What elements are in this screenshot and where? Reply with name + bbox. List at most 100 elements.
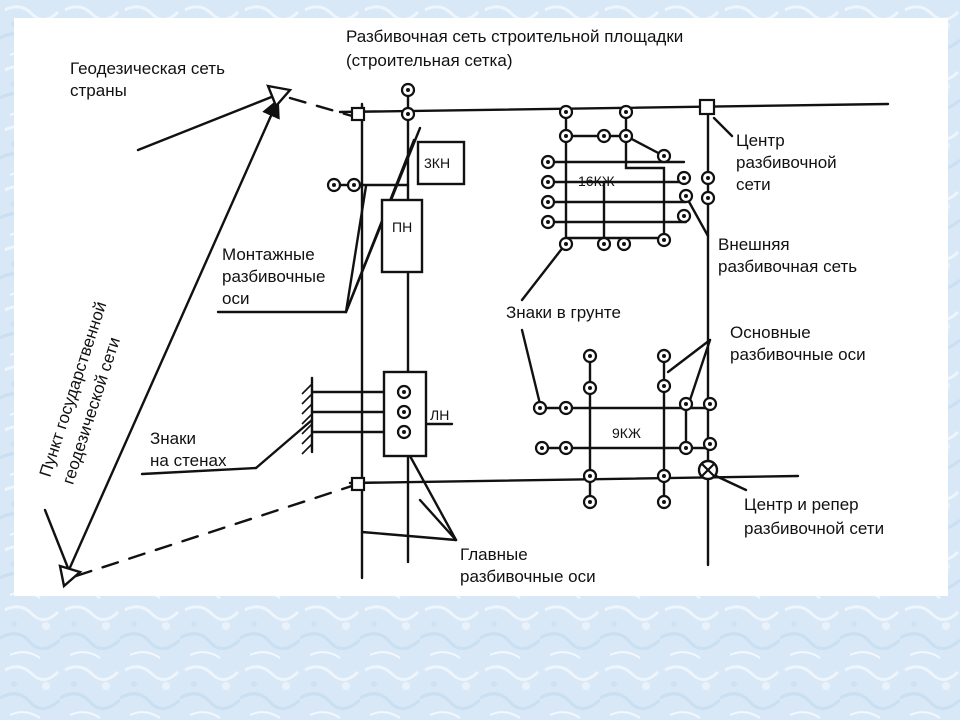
leader-main-1 <box>418 498 458 542</box>
grid-square-bottom-left <box>350 476 366 492</box>
ground-mark-center-42 <box>662 500 666 504</box>
diagram-paper <box>14 18 948 596</box>
dashed-link-top <box>288 96 354 118</box>
leader-wall-marks <box>254 418 314 470</box>
ground-mark-center-39 <box>588 474 592 478</box>
ground-mark-center-8 <box>602 134 606 138</box>
ground-mark-center-33 <box>684 402 688 406</box>
ground-mark-center-14 <box>546 220 550 224</box>
leader-ground-1 <box>520 244 566 302</box>
leader-center <box>712 116 734 138</box>
ground-mark-center-22 <box>706 176 710 180</box>
leader-mount-1 <box>344 184 368 314</box>
ground-mark-center-13 <box>546 200 550 204</box>
leader-main-3 <box>360 530 458 542</box>
grid-line-top <box>338 102 890 114</box>
ground-mark-center-41 <box>588 500 592 504</box>
label-wall-marks-2: на стенах <box>150 451 227 470</box>
label-pn: ПН <box>392 219 412 235</box>
ground-mark-center-23 <box>706 196 710 200</box>
label-main-axes-1: Главные <box>460 545 528 564</box>
label-center-2: разбивочной <box>736 153 837 172</box>
ground-mark-center-5 <box>564 110 568 114</box>
leader-ground-2 <box>520 328 542 406</box>
ground-mark-center-40 <box>662 474 666 478</box>
label-external-1: Внешняя <box>718 235 790 254</box>
ground-mark-center-27 <box>588 354 592 358</box>
label-center-1: Центр <box>736 131 785 150</box>
label-ln: ЛН <box>430 407 449 423</box>
ground-mark-center-25 <box>402 410 406 414</box>
label-mount-2: разбивочные <box>222 267 325 286</box>
line-country-to-label <box>136 94 276 152</box>
arrow-to-country-network <box>66 98 280 574</box>
ground-mark-center-34 <box>708 402 712 406</box>
ground-mark-center-17 <box>682 214 686 218</box>
title-line-1: Разбивочная сеть строительной площадки <box>346 27 683 46</box>
label-basic-axes-2: разбивочные оси <box>730 345 866 364</box>
wall-hatching <box>301 383 313 455</box>
state-point-triangle <box>58 564 83 589</box>
ground-mark-center-4 <box>352 183 356 187</box>
leader-basic-1 <box>666 338 712 374</box>
building-3kn <box>416 140 466 186</box>
ground-mark-center-2 <box>406 112 410 116</box>
ground-mark-center-32 <box>564 406 568 410</box>
ground-mark-center-7 <box>564 134 568 138</box>
ground-mark-center-20 <box>622 242 626 246</box>
label-country-network-1: Геодезическая сеть <box>70 59 225 78</box>
ground-mark-center-3 <box>332 183 336 187</box>
label-basic-axes-1: Основные <box>730 323 811 342</box>
label-mount-1: Монтажные <box>222 245 315 264</box>
country-network-triangle <box>266 84 293 109</box>
axis-16kzh-diag <box>624 134 666 158</box>
ground-mark-center-29 <box>588 386 592 390</box>
ground-mark-center-35 <box>540 446 544 450</box>
ground-mark-center-30 <box>662 384 666 388</box>
label-center-3: сети <box>736 175 771 194</box>
label-16kzh: 16КЖ <box>578 173 615 189</box>
benchmark-symbol <box>697 459 719 481</box>
ground-mark-center-28 <box>662 354 666 358</box>
ground-mark-center-10 <box>662 154 666 158</box>
ground-mark-center-19 <box>602 242 606 246</box>
leader-main-2 <box>408 454 458 542</box>
ground-mark-center-6 <box>624 110 628 114</box>
ground-mark-center-1 <box>406 88 410 92</box>
ground-mark-center-16 <box>684 194 688 198</box>
label-external-2: разбивочная сеть <box>718 257 857 276</box>
label-3kn: 3КН <box>424 155 450 171</box>
leader-external-network <box>686 198 710 238</box>
dashed-link-bottom <box>74 482 360 578</box>
leader-benchmark <box>714 474 748 492</box>
building-pn <box>380 198 424 274</box>
label-main-axes-2: разбивочные оси <box>460 567 596 586</box>
ground-mark-center-37 <box>684 446 688 450</box>
ground-mark-center-24 <box>402 390 406 394</box>
ground-mark-center-12 <box>546 180 550 184</box>
title-line-2: (строительная сетка) <box>346 51 513 70</box>
geodetic-triangles <box>58 84 293 589</box>
label-mount-3: оси <box>222 289 249 308</box>
ground-mark-center-21 <box>662 238 666 242</box>
label-9kzh: 9КЖ <box>612 425 641 441</box>
leader-wall-underline <box>140 466 258 476</box>
label-ground-marks: Знаки в грунте <box>506 303 621 322</box>
grid-square-top-left <box>350 106 366 122</box>
grid-square-center <box>698 98 716 116</box>
ground-mark-center-38 <box>708 442 712 446</box>
ground-mark-center-18 <box>564 242 568 246</box>
ground-mark-center-36 <box>564 446 568 450</box>
label-benchmark-1: Центр и репер <box>744 495 859 514</box>
ground-mark-center-15 <box>682 176 686 180</box>
label-wall-marks-1: Знаки <box>150 429 196 448</box>
leader-basic-2 <box>688 338 712 402</box>
label-country-network-2: страны <box>70 81 127 100</box>
ground-mark-center-11 <box>546 160 550 164</box>
leader-state-point <box>43 508 70 570</box>
label-benchmark-2: разбивочной сети <box>744 519 884 538</box>
ground-marks <box>326 82 718 510</box>
ground-mark-center-31 <box>538 406 542 410</box>
grid-squares <box>350 98 716 492</box>
